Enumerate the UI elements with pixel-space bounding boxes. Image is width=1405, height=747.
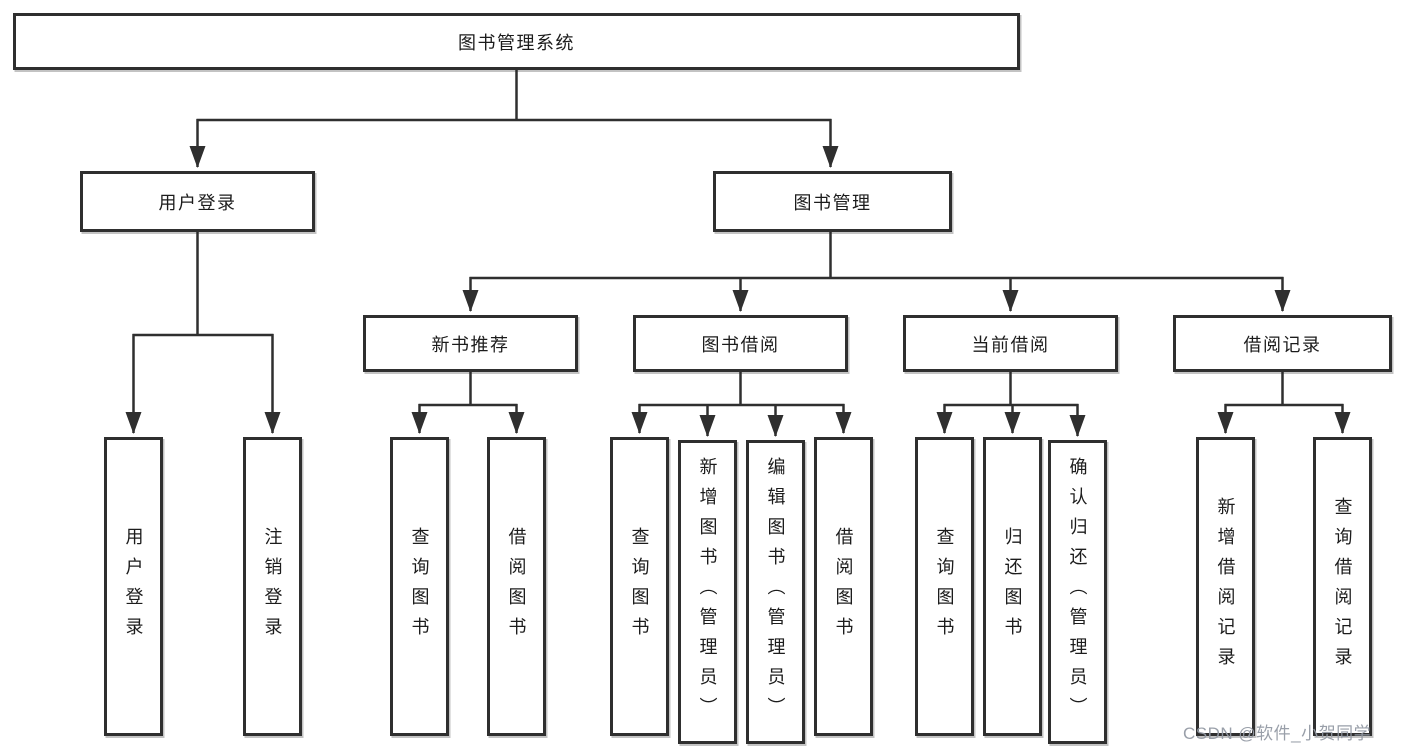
node-user-login: 用户登录 — [80, 171, 315, 232]
leaf-confirm-return-admin: 确认归还（管理员） — [1048, 440, 1107, 744]
node-book-management: 图书管理 — [713, 171, 952, 232]
leaf-query-borrow-record: 查询借阅记录 — [1313, 437, 1372, 736]
leaf-logout: 注销登录 — [243, 437, 302, 736]
node-book-borrowing: 图书借阅 — [633, 315, 848, 372]
leaf-borrow-books-recommend: 借阅图书 — [487, 437, 546, 736]
node-new-book-recommendation: 新书推荐 — [363, 315, 578, 372]
leaf-query-books-current: 查询图书 — [915, 437, 974, 736]
leaf-query-books-recommend: 查询图书 — [390, 437, 449, 736]
node-book-management-system: 图书管理系统 — [13, 13, 1020, 70]
node-current-borrowing: 当前借阅 — [903, 315, 1118, 372]
leaf-add-borrow-record: 新增借阅记录 — [1196, 437, 1255, 736]
csdn-watermark: CSDN @软件_小贺同学 — [1183, 724, 1372, 743]
leaf-edit-books-admin: 编辑图书（管理员） — [746, 440, 805, 744]
leaf-query-books-borrowing: 查询图书 — [610, 437, 669, 736]
leaf-return-books: 归还图书 — [983, 437, 1042, 736]
leaf-borrow-books-borrowing: 借阅图书 — [814, 437, 873, 736]
node-borrowing-record: 借阅记录 — [1173, 315, 1392, 372]
leaf-user-login: 用户登录 — [104, 437, 163, 736]
leaf-add-books-admin: 新增图书（管理员） — [678, 440, 737, 744]
